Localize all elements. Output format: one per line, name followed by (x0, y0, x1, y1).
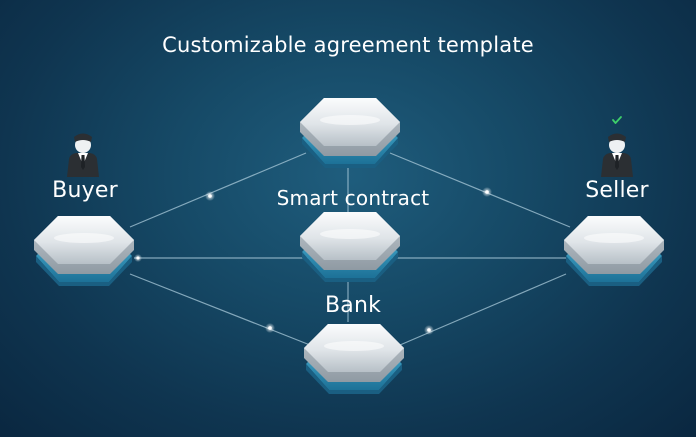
line-buyer-bank (129, 273, 311, 346)
line-dots (134, 187, 492, 335)
smart-contract-label: Smart contract (276, 186, 430, 210)
line-buyer-template (129, 152, 307, 228)
seller-label: Seller (585, 178, 649, 203)
businessman-icon (67, 133, 99, 177)
bank-node (304, 324, 404, 394)
buyer-node (34, 216, 134, 286)
smart-contract-node (300, 212, 400, 282)
buyer-label: Buyer (52, 178, 118, 203)
line-template-seller (389, 152, 571, 228)
check-icon (612, 116, 622, 124)
businessman-with-checkmark-icon (601, 116, 633, 177)
bank-label: Bank (324, 293, 382, 318)
line-bank-seller (399, 273, 567, 346)
template-node (300, 98, 400, 168)
template-label: Customizable agreement template (162, 33, 534, 57)
seller-node (564, 216, 664, 286)
